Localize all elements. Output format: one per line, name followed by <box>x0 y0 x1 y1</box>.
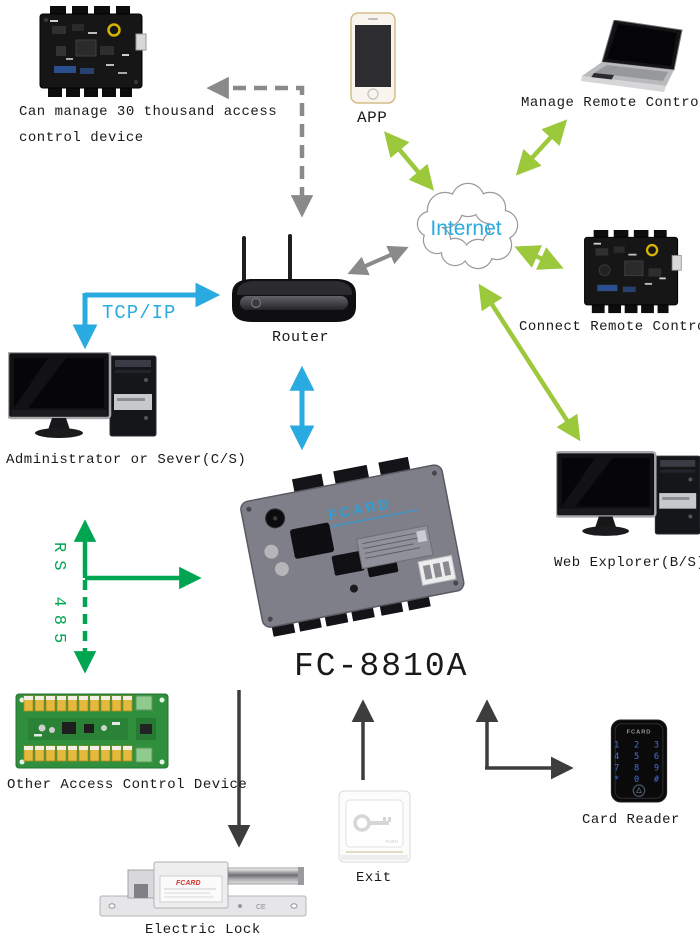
keypad-row-2: 4 5 6 <box>614 752 664 762</box>
exit-label: Exit <box>356 870 392 886</box>
arrow-internet-webexplorer <box>478 283 581 442</box>
connect-remote-label: Connect Remote Control <box>519 319 700 335</box>
manage-remote-label: Manage Remote Control <box>521 95 700 111</box>
keypad-row-4: * 0 # <box>614 775 664 785</box>
admin-server-label: Administrator or Sever(C/S) <box>6 452 247 468</box>
web-explorer-label: Web Explorer(B/S) <box>554 555 700 571</box>
router-label: Router <box>272 329 330 346</box>
laptop-image <box>581 20 683 92</box>
internet-label: Internet <box>430 217 501 240</box>
router-image <box>232 234 356 322</box>
connect-board-image <box>584 230 682 314</box>
web-computer-image <box>556 450 700 536</box>
electric-lock-image: FCARD CE <box>99 861 307 917</box>
exit-push-text: PUSH <box>385 839 398 844</box>
lock-ce-text: CE <box>256 904 266 911</box>
app-label: APP <box>357 109 388 127</box>
keypad-row-1: 1 2 3 <box>614 741 664 751</box>
other-device-label: Other Access Control Device <box>7 777 248 793</box>
card-reader-brand: FCARD <box>627 729 652 735</box>
other-board-image <box>15 693 169 769</box>
key-icon <box>353 814 391 832</box>
doorbell-icon <box>632 784 646 797</box>
smartphone-image <box>350 12 396 104</box>
controller-model-label: FC-8810A <box>294 648 469 685</box>
access-board-image <box>39 6 147 97</box>
tcpip-label: TCP/IP <box>102 302 177 324</box>
can-manage-label-line2: control device <box>19 130 144 146</box>
lock-brand-text: FCARD <box>176 880 201 887</box>
admin-computer-image <box>8 352 157 438</box>
electric-lock-label: Electric Lock <box>145 922 261 938</box>
router-led <box>250 297 262 309</box>
rs485-label: RS 485 <box>49 542 68 652</box>
internet-cloud: Internet <box>416 182 519 270</box>
card-reader-image: FCARD 1 2 3 4 5 6 7 8 9 * 0 # <box>610 719 668 803</box>
keypad-row-3: 7 8 9 <box>614 764 664 774</box>
exit-button-image: PUSH <box>338 790 411 863</box>
arrow-laptop-internet <box>515 119 568 176</box>
controller-board-image: FCARD <box>240 456 465 637</box>
card-reader-label: Card Reader <box>582 812 680 828</box>
can-manage-label-line1: Can manage 30 thousand access <box>19 104 278 120</box>
